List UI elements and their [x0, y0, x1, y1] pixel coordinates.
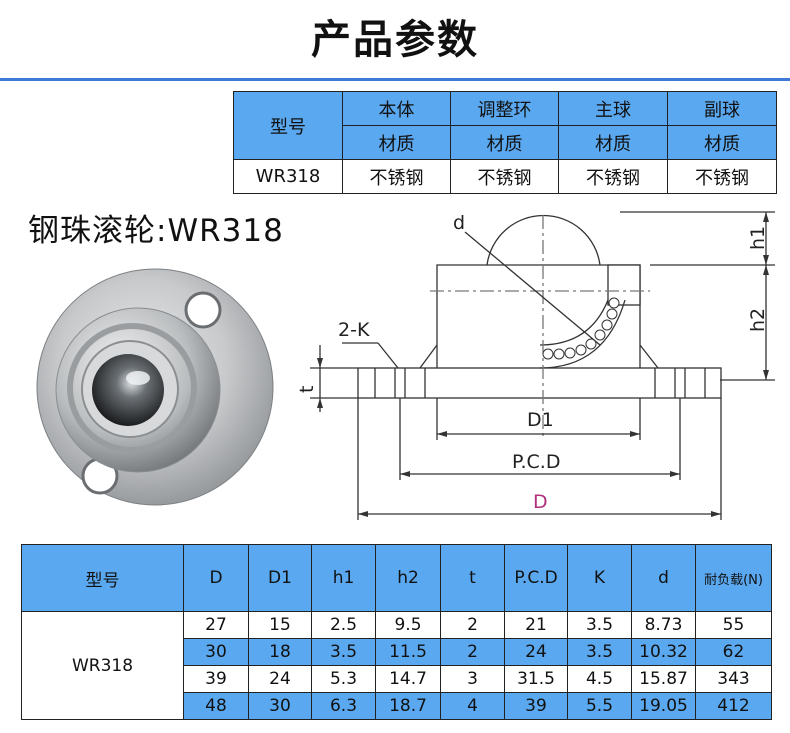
table-cell: 18	[248, 638, 312, 666]
table-cell: 15.87	[631, 665, 696, 693]
table-row: 48 30 6.3 18.7 4 39 5.5 19.05 412	[22, 692, 772, 720]
table-cell: 8.73	[631, 611, 696, 639]
material-table-model-header: 型号	[233, 91, 343, 160]
table-cell: 15	[248, 611, 312, 639]
label-d: d	[453, 212, 465, 234]
spec-header-model: 型号	[21, 544, 184, 612]
product-photo	[36, 268, 274, 506]
table-cell: 2.5	[311, 611, 376, 639]
part-header-main-ball: 主球	[558, 91, 668, 126]
table-cell: 18.7	[375, 692, 441, 720]
material-row-model: WR318	[233, 159, 343, 194]
table-cell: 30	[248, 692, 312, 720]
spec-header-D: D	[183, 544, 249, 612]
table-cell: 30	[183, 638, 249, 666]
spec-table: 型号 D D1 h1 h2 t P.C.D K d 耐负载(N) WR318 2…	[21, 544, 772, 720]
material-subheader: 材质	[450, 125, 559, 160]
table-cell: 412	[695, 692, 772, 720]
spec-model-cell: WR318	[21, 611, 184, 720]
material-subheader: 材质	[342, 125, 451, 160]
table-row: WR318 27 15 2.5 9.5 2 21 3.5 8.73 55	[21, 611, 772, 720]
table-cell: 48	[183, 692, 249, 720]
table-cell: 24	[248, 665, 312, 693]
spec-header-h2: h2	[375, 544, 441, 612]
material-subheader: 材质	[558, 125, 668, 160]
table-cell: 27	[183, 611, 249, 639]
material-cell: 不锈钢	[450, 159, 559, 194]
table-cell: 39	[183, 665, 249, 693]
label-2k: 2-K	[338, 319, 370, 341]
table-cell: 3.5	[567, 638, 632, 666]
label-d1: D1	[527, 409, 554, 431]
table-cell: 19.05	[631, 692, 696, 720]
table-cell: 2	[440, 638, 505, 666]
table-cell: 4	[440, 692, 505, 720]
spec-header-pcd: P.C.D	[504, 544, 568, 612]
table-cell: 31.5	[504, 665, 568, 693]
table-cell: 10.32	[631, 638, 696, 666]
label-h2: h2	[747, 308, 769, 332]
material-cell: 不锈钢	[667, 159, 777, 194]
spec-header-D1: D1	[248, 544, 312, 612]
material-cell: 不锈钢	[342, 159, 451, 194]
material-table: 型号 本体 调整环 主球 副球 材质 材质 材质 材质 WR318 不锈钢 不锈…	[233, 91, 777, 194]
table-cell: 5.5	[567, 692, 632, 720]
table-cell: 343	[695, 665, 772, 693]
table-cell: 4.5	[567, 665, 632, 693]
table-row: 30 18 3.5 11.5 2 24 3.5 10.32 62	[22, 638, 772, 666]
technical-drawing: d h1 h2 2-K t D1 P.C.D D	[296, 211, 775, 520]
part-header-body: 本体	[342, 91, 451, 126]
spec-header-t: t	[440, 544, 505, 612]
table-cell: 3	[440, 665, 505, 693]
spec-header-load: 耐负载(N)	[695, 544, 772, 612]
label-t: t	[296, 386, 318, 393]
table-cell: 3.5	[311, 638, 376, 666]
table-cell: 6.3	[311, 692, 376, 720]
part-header-sub-ball: 副球	[667, 91, 777, 126]
label-D: D	[533, 491, 548, 513]
material-cell: 不锈钢	[558, 159, 668, 194]
table-cell: 62	[695, 638, 772, 666]
title-underline	[0, 78, 790, 81]
drawing-flange	[357, 367, 722, 399]
table-row: 39 24 5.3 14.7 3 31.5 4.5 15.87 343	[22, 665, 772, 693]
table-cell: 24	[504, 638, 568, 666]
material-subheader: 材质	[667, 125, 777, 160]
table-cell: 14.7	[375, 665, 441, 693]
table-cell: 5.3	[311, 665, 376, 693]
spec-header-d: d	[631, 544, 696, 612]
spec-header-h1: h1	[311, 544, 376, 612]
table-cell: 21	[504, 611, 568, 639]
table-cell: 9.5	[375, 611, 441, 639]
label-pcd: P.C.D	[512, 451, 560, 473]
table-cell: 2	[440, 611, 505, 639]
part-header-adjust-ring: 调整环	[450, 91, 559, 126]
label-h1: h1	[747, 226, 769, 250]
product-name: 钢珠滚轮:WR318	[28, 213, 284, 249]
table-cell: 55	[695, 611, 772, 639]
spec-header-K: K	[567, 544, 632, 612]
spec-header-row: 型号 D D1 h1 h2 t P.C.D K d 耐负载(N)	[21, 544, 772, 612]
table-cell: 39	[504, 692, 568, 720]
table-cell: 11.5	[375, 638, 441, 666]
page-title: 产品参数	[311, 17, 479, 63]
table-cell: 3.5	[567, 611, 632, 639]
